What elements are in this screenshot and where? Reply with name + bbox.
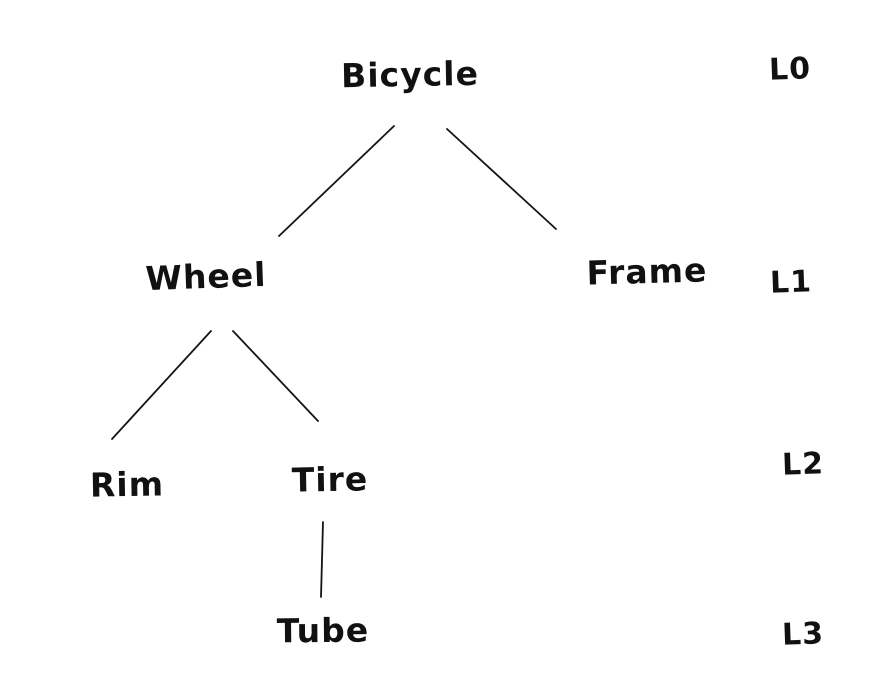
node-wheel: Wheel bbox=[144, 254, 268, 299]
node-frame: Frame bbox=[586, 250, 708, 293]
level-label-l2: L2 bbox=[781, 446, 825, 483]
edge-tire-tube bbox=[320, 521, 324, 598]
level-label-l0: L0 bbox=[768, 51, 812, 88]
level-label-l3: L3 bbox=[781, 616, 825, 653]
node-rim: Rim bbox=[89, 464, 165, 505]
node-tube: Tube bbox=[276, 610, 370, 651]
edge-wheel-rim bbox=[111, 330, 212, 440]
node-bicycle: Bicycle bbox=[340, 53, 480, 96]
level-label-l1: L1 bbox=[769, 264, 813, 301]
node-tire: Tire bbox=[291, 459, 369, 500]
edge-bicycle-wheel bbox=[278, 125, 395, 237]
edge-bicycle-frame bbox=[446, 128, 557, 230]
edge-wheel-tire bbox=[232, 330, 319, 422]
